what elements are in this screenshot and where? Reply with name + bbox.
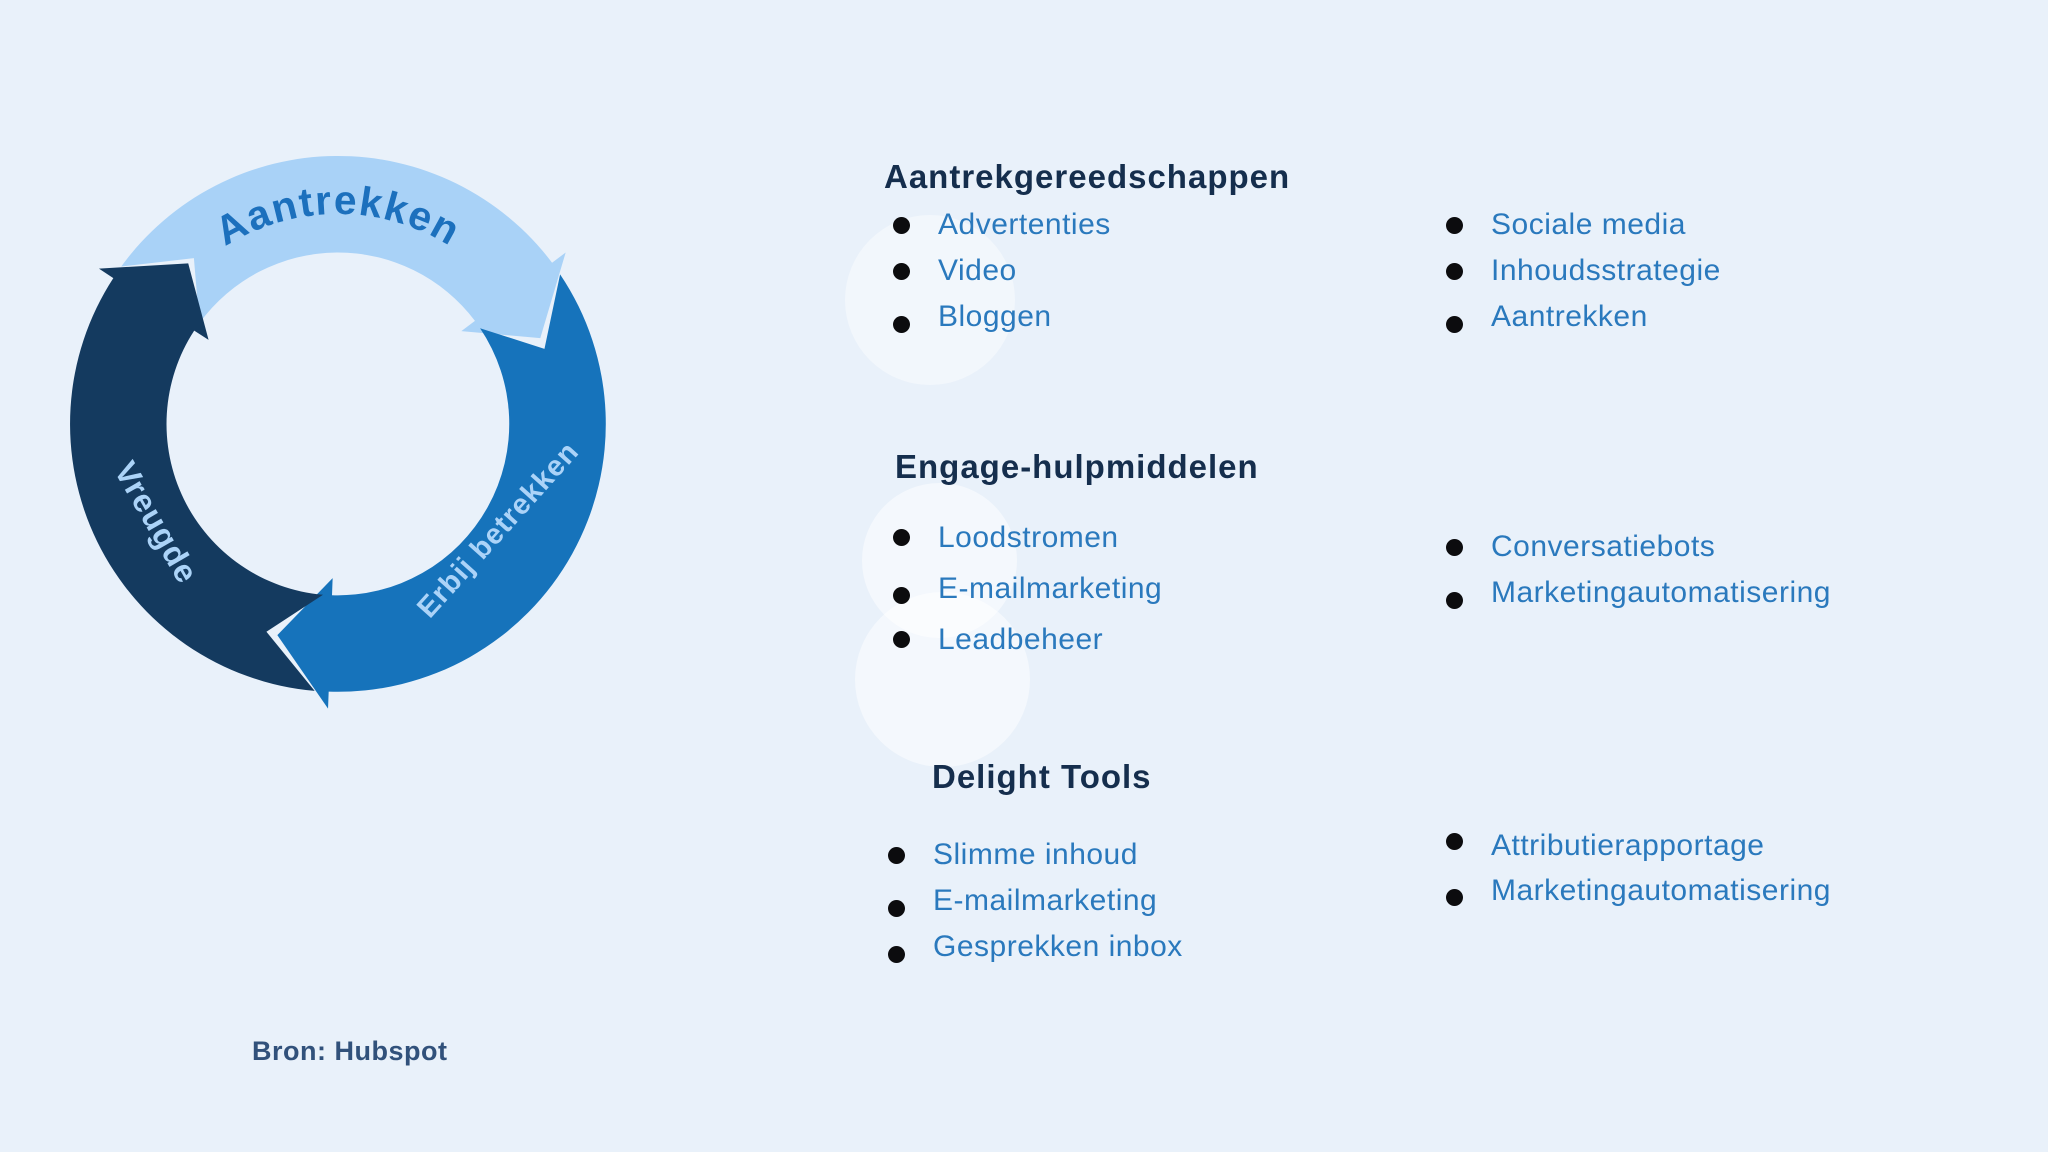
bullet-icon — [888, 846, 905, 864]
source-credit: Bron: Hubspot — [252, 1036, 448, 1066]
list-item: Video — [893, 248, 1111, 294]
flywheel-segment-engage — [277, 274, 606, 709]
list-item: Loodstromen — [893, 512, 1162, 563]
engage-tools-column-2: Conversatiebots Marketingautomatisering — [1446, 524, 1831, 616]
bullet-icon — [893, 587, 910, 604]
list-item-label: Marketingautomatisering — [1491, 873, 1831, 907]
bullet-icon — [1446, 538, 1463, 556]
background-blob — [845, 215, 1015, 385]
list-item-label: Slimme inhoud — [933, 838, 1138, 871]
list-item: Leadbeheer — [893, 614, 1162, 665]
bullet-icon — [888, 945, 905, 963]
list-item: Marketingautomatisering — [1446, 868, 1831, 913]
list-item: Slimme inhoud — [888, 832, 1183, 878]
list-item: Inhoudsstrategie — [1446, 248, 1721, 294]
flywheel-diagram: Aantrekken Vreugde Erbij betrekken — [70, 155, 606, 709]
attract-tools-column-2: Sociale media Inhoudsstrategie Aantrekke… — [1446, 202, 1721, 340]
list-item-label: Inhoudsstrategie — [1491, 254, 1721, 287]
list-item-label: Advertenties — [938, 208, 1111, 241]
list-item-label: Video — [938, 254, 1017, 287]
list-item: Bloggen — [893, 294, 1111, 340]
list-item-label: E-mailmarketing — [938, 571, 1163, 605]
group-heading-attract-tools: Aantrekgereedschappen — [884, 158, 1291, 195]
list-item-label: Gesprekken inbox — [933, 930, 1183, 963]
list-item: Sociale media — [1446, 202, 1721, 248]
bullet-icon — [1446, 262, 1463, 280]
delight-tools-column-2: Attributierapportage Marketingautomatise… — [1446, 823, 1831, 913]
list-item: Marketingautomatisering — [1446, 570, 1831, 616]
list-item-label: Loodstromen — [938, 520, 1119, 554]
bullet-icon — [1446, 315, 1463, 333]
bullet-icon — [1446, 833, 1463, 850]
group-heading-delight-tools: Delight Tools — [932, 758, 1152, 795]
bullet-icon — [893, 529, 910, 546]
list-item: Conversatiebots — [1446, 524, 1831, 570]
list-item-label: Marketingautomatisering — [1491, 576, 1831, 609]
list-item-label: E-mailmarketing — [933, 884, 1158, 917]
flywheel-segment-delight — [70, 263, 323, 691]
engage-tools-column-1: Loodstromen E-mailmarketing Leadbeheer — [893, 512, 1162, 665]
flywheel-segment-attract — [121, 155, 566, 339]
bullet-icon — [1446, 216, 1463, 234]
list-item-label: Conversatiebots — [1491, 530, 1716, 563]
bullet-icon — [893, 216, 910, 234]
list-item-label: Sociale media — [1491, 208, 1686, 241]
list-item-label: Bloggen — [938, 300, 1052, 333]
list-item: Aantrekken — [1446, 294, 1721, 340]
list-item: E-mailmarketing — [893, 563, 1162, 614]
bullet-icon — [1446, 889, 1463, 906]
list-item-label: Aantrekken — [1491, 300, 1648, 333]
list-item-label: Leadbeheer — [938, 622, 1104, 656]
list-item: Gesprekken inbox — [888, 924, 1183, 970]
group-heading-engage-tools: Engage-hulpmiddelen — [895, 448, 1259, 485]
bullet-icon — [893, 631, 910, 648]
bullet-icon — [888, 899, 905, 917]
attract-tools-column-1: Advertenties Video Bloggen — [893, 202, 1111, 340]
background-blob — [855, 592, 1030, 767]
bullet-icon — [1446, 591, 1463, 609]
bullet-icon — [893, 262, 910, 280]
list-item: E-mailmarketing — [888, 878, 1183, 924]
list-item-label: Attributierapportage — [1491, 828, 1765, 862]
list-item: Advertenties — [893, 202, 1111, 248]
delight-tools-column-1: Slimme inhoud E-mailmarketing Gesprekken… — [888, 832, 1183, 970]
bullet-icon — [893, 315, 910, 333]
list-item: Attributierapportage — [1446, 823, 1831, 868]
